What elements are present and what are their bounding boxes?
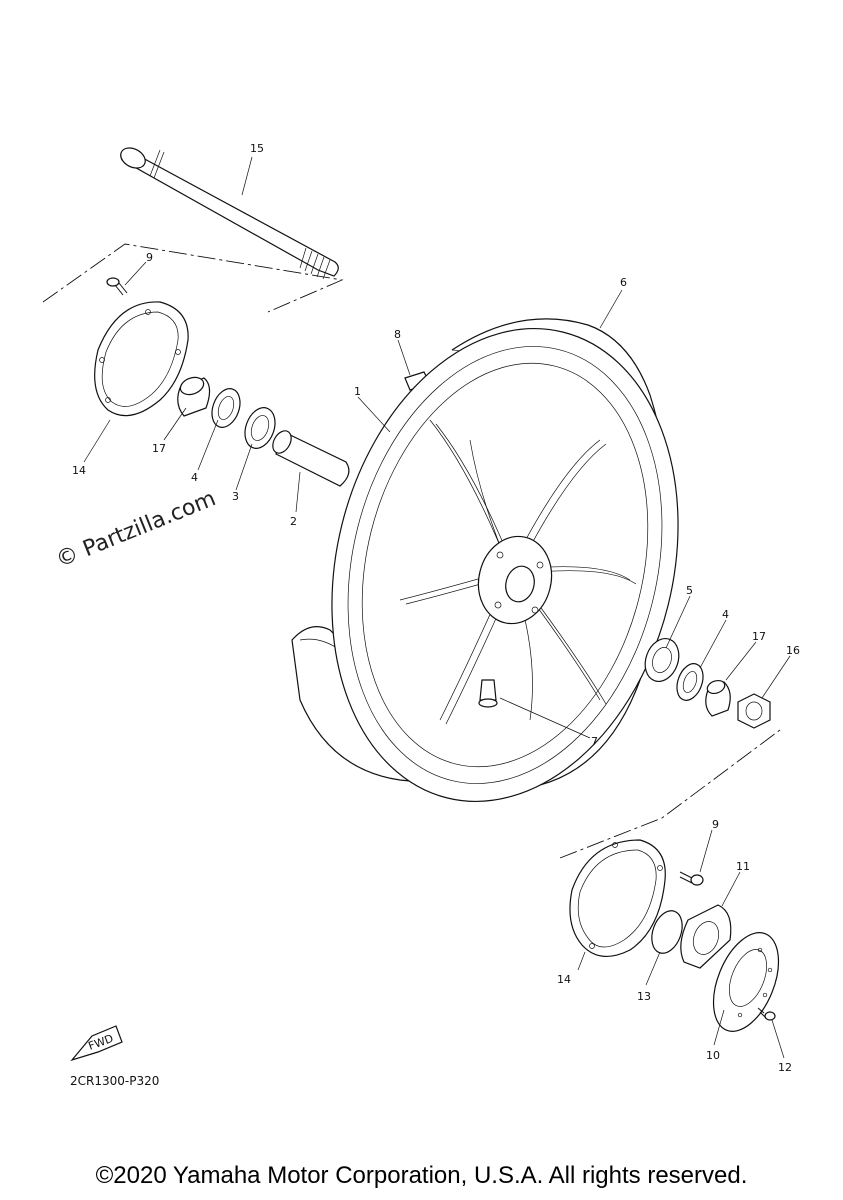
adapter-part-11[interactable] <box>680 904 732 969</box>
bolt-part-12[interactable] <box>757 1007 776 1021</box>
cover-part-14-lower[interactable] <box>569 839 666 957</box>
axle-part-15[interactable] <box>117 144 339 280</box>
bearing-part-5[interactable] <box>639 634 684 686</box>
callout-12: 12 <box>778 1061 792 1074</box>
callout-10: 10 <box>706 1049 720 1062</box>
brake-disc-part-10[interactable] <box>701 923 792 1040</box>
callout-15: 15 <box>250 142 264 155</box>
valve-part-7[interactable] <box>478 679 498 708</box>
callout-8: 8 <box>394 328 401 341</box>
callout-5: 5 <box>686 584 693 597</box>
diagram-code: 2CR1300-P320 <box>70 1074 160 1088</box>
callout-2: 2 <box>290 515 297 528</box>
screw-part-9-lower[interactable] <box>679 871 704 886</box>
callout-6: 6 <box>620 276 627 289</box>
guide-line-upper <box>42 243 344 313</box>
callout-17-upper: 17 <box>152 442 166 455</box>
callout-11: 11 <box>736 860 750 873</box>
callout-14-upper: 14 <box>72 464 86 477</box>
spacer-part-2[interactable] <box>269 428 350 487</box>
guide-line-lower <box>559 729 781 859</box>
nut-part-16[interactable] <box>737 693 771 729</box>
screw-part-9-upper[interactable] <box>106 277 128 296</box>
seal-part-4-right[interactable] <box>672 660 708 704</box>
collar-part-17-right[interactable] <box>705 678 731 717</box>
fwd-arrow-icon: FWD <box>70 1025 123 1062</box>
callout-9-upper: 9 <box>146 251 153 264</box>
callout-1: 1 <box>354 385 361 398</box>
callout-17-right: 17 <box>752 630 766 643</box>
callout-3: 3 <box>232 490 239 503</box>
callout-14-lower: 14 <box>557 973 571 986</box>
leader-lines <box>83 156 791 1059</box>
bearing-part-3[interactable] <box>240 403 281 452</box>
callout-7: 7 <box>591 735 598 748</box>
callout-9-lower: 9 <box>712 818 719 831</box>
collar-part-17-upper[interactable] <box>177 374 211 417</box>
callout-4-right: 4 <box>722 608 729 621</box>
cover-part-14-upper[interactable] <box>94 301 189 417</box>
callout-4-upper: 4 <box>191 471 198 484</box>
seal-part-4-upper[interactable] <box>207 385 245 431</box>
callout-13: 13 <box>637 990 651 1003</box>
wheel-part-1[interactable] <box>284 291 726 838</box>
copyright-footer: ©2020 Yamaha Motor Corporation, U.S.A. A… <box>95 1162 748 1189</box>
callout-16: 16 <box>786 644 800 657</box>
